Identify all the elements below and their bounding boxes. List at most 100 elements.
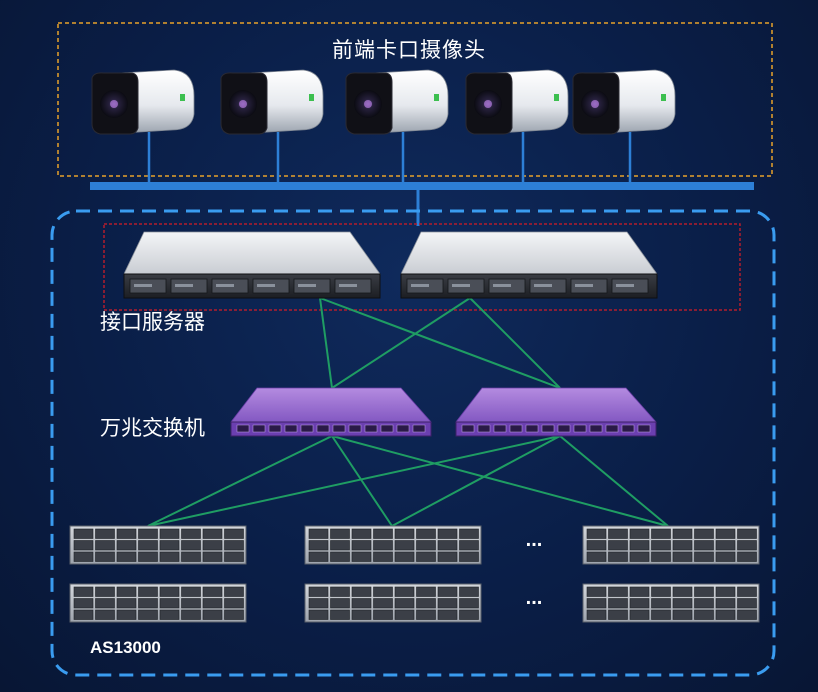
storage-unit (69, 583, 247, 623)
storage-drive (459, 551, 479, 562)
switch-top (230, 387, 432, 423)
storage-drive (73, 586, 94, 597)
storage-drive (181, 540, 201, 551)
storage-drive (437, 540, 458, 551)
storage-drive (437, 551, 458, 562)
storage-drive (202, 528, 223, 539)
storage-drive (715, 540, 736, 551)
storage-drive (373, 586, 393, 597)
storage-drive (715, 598, 736, 609)
server-drive-handle (339, 284, 357, 287)
switch-port (589, 424, 603, 433)
network-link (147, 435, 561, 527)
storage-drive (373, 598, 393, 609)
storage-drive (95, 540, 115, 551)
switch-port (252, 424, 266, 433)
storage-drive (608, 540, 628, 551)
storage-drive (394, 540, 415, 551)
camera-status-light (434, 94, 439, 101)
switch-port (316, 424, 330, 433)
switch-port (509, 424, 523, 433)
storage-drive (715, 609, 736, 620)
storage-drive (672, 586, 693, 597)
storage-drive (351, 540, 372, 551)
camera-group-title: 前端卡口摄像头 (332, 38, 486, 62)
server-drive-handle (575, 284, 593, 287)
storage-drive (651, 586, 671, 597)
storage-drive (694, 609, 714, 620)
storage-drive (459, 540, 479, 551)
network-link (147, 435, 333, 527)
storage-unit (304, 525, 482, 565)
storage-drive (95, 551, 115, 562)
storage-drive (737, 528, 757, 539)
server-drive-handle (257, 284, 275, 287)
storage-drive (586, 598, 607, 609)
storage-drive (73, 528, 94, 539)
camera-status-light (309, 94, 314, 101)
storage-drive (416, 609, 436, 620)
storage-drive (715, 551, 736, 562)
storage-drive (651, 528, 671, 539)
storage-drive (586, 528, 607, 539)
camera-5 (572, 69, 676, 186)
camera-status-light (180, 94, 185, 101)
camera-lens-glint (364, 100, 372, 108)
switch-port (605, 424, 619, 433)
camera-2 (220, 69, 324, 186)
camera-lens-glint (484, 100, 492, 108)
storage-drive (202, 586, 223, 597)
storage-drive (608, 586, 628, 597)
switch-port (268, 424, 282, 433)
storage-drive (416, 598, 436, 609)
storage-drive (351, 598, 372, 609)
storage-drive (373, 528, 393, 539)
server-top (400, 231, 658, 275)
storage-drive (459, 598, 479, 609)
storage-drive (437, 609, 458, 620)
server-drive-handle (175, 284, 193, 287)
network-link (469, 297, 561, 389)
storage-drive (73, 598, 94, 609)
camera-lens-glint (591, 100, 599, 108)
switch-port (236, 424, 250, 433)
switch-port (461, 424, 475, 433)
storage-drive (73, 609, 94, 620)
storage-drive (202, 540, 223, 551)
switch-port (541, 424, 555, 433)
storage-drive (672, 598, 693, 609)
storage-drive (737, 586, 757, 597)
storage-drive (308, 598, 329, 609)
camera-status-light (554, 94, 559, 101)
storage-drive (459, 586, 479, 597)
switch-port (396, 424, 410, 433)
switch-port (332, 424, 346, 433)
network-bus (90, 182, 754, 190)
switch-port (300, 424, 314, 433)
storage-drive (651, 551, 671, 562)
switch-port (573, 424, 587, 433)
server-drive-handle (534, 284, 552, 287)
storage-drive (95, 586, 115, 597)
storage-drive (224, 540, 244, 551)
storage-drive (586, 540, 607, 551)
storage-drive (330, 598, 350, 609)
storage-drive (308, 540, 329, 551)
storage-drive (138, 528, 158, 539)
storage-drive (373, 551, 393, 562)
storage-drive (437, 528, 458, 539)
storage-drive (651, 598, 671, 609)
storage-drive (715, 586, 736, 597)
storage-drive (394, 528, 415, 539)
camera-row (91, 69, 676, 186)
storage-drive (202, 551, 223, 562)
storage-drive (116, 586, 137, 597)
storage-drive (629, 528, 650, 539)
network-link (319, 297, 333, 389)
network-link (331, 435, 393, 527)
storage-drive (138, 540, 158, 551)
cluster-border (50, 209, 776, 677)
storage-drive (138, 598, 158, 609)
storage-unit (69, 525, 247, 565)
